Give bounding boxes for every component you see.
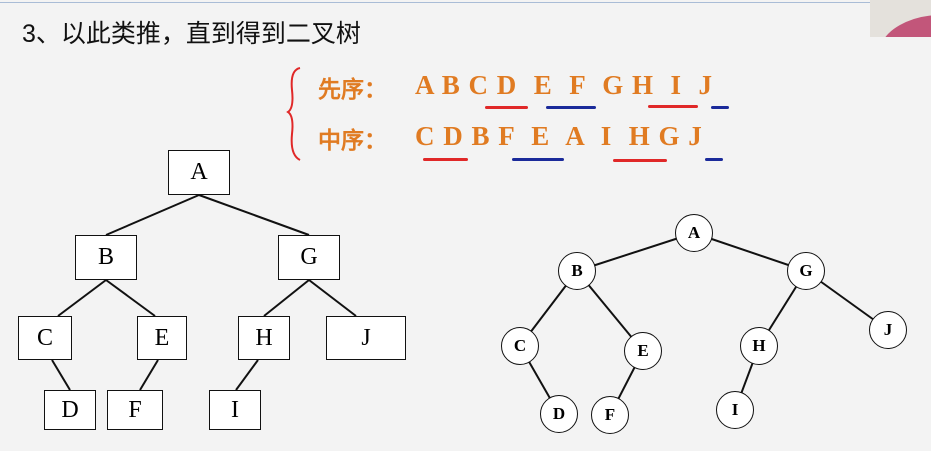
circle-node-f: F [591, 396, 629, 434]
box-node-i: I [209, 390, 261, 430]
circle-node-b: B [558, 252, 596, 290]
circle-node-a: A [675, 214, 713, 252]
circle-node-e: E [624, 332, 662, 370]
underline [423, 158, 468, 161]
brace [286, 67, 301, 161]
circle-node-g: G [787, 252, 825, 290]
underline [648, 105, 698, 108]
box-node-c: C [18, 316, 72, 360]
inorder-row: 中序： C D B F E A I H G J [318, 121, 702, 154]
box-node-a: A [168, 150, 230, 195]
underline [711, 106, 729, 109]
circle-node-d: D [540, 395, 578, 433]
webcam-overlay [870, 0, 931, 37]
circle-node-j: J [869, 311, 907, 349]
top-divider [0, 2, 870, 3]
box-node-j: J [326, 316, 406, 360]
circle-node-i: I [716, 391, 754, 429]
inorder-sequence: C D B F E A I H G J [415, 121, 702, 151]
box-node-g: G [278, 235, 340, 280]
box-node-d: D [44, 390, 96, 430]
slide-title: 3、以此类推，直到得到二叉树 [22, 20, 361, 48]
box-node-h: H [238, 316, 290, 360]
underline [512, 158, 564, 161]
preorder-row: 先序： A B C D E F G H I J [318, 70, 713, 103]
circle-node-h: H [740, 327, 778, 365]
preorder-sequence: A B C D E F G H I J [415, 70, 713, 100]
underline [546, 106, 596, 109]
underline [485, 106, 528, 109]
box-node-f: F [107, 390, 163, 430]
box-node-b: B [75, 235, 137, 280]
underline [613, 159, 667, 162]
underline [705, 158, 723, 161]
circle-node-c: C [501, 327, 539, 365]
box-node-e: E [137, 316, 187, 360]
